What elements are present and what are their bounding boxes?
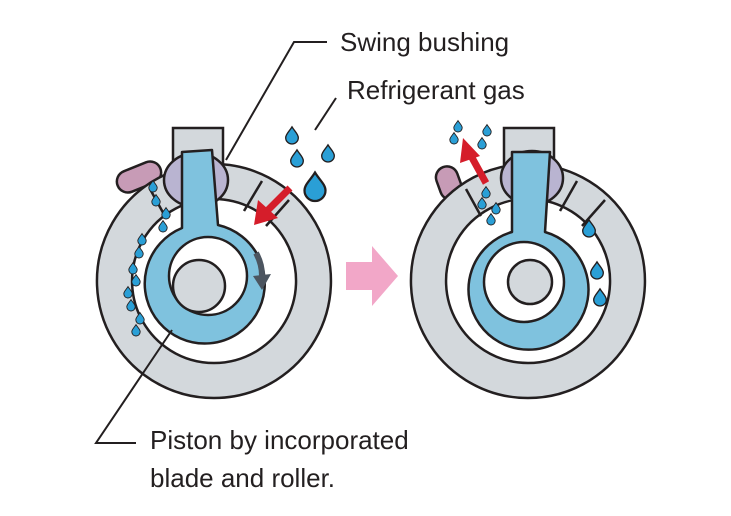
left-compressor xyxy=(95,126,333,400)
refrigerant-gas-leader xyxy=(314,97,337,131)
piston-label-line2: blade and roller. xyxy=(150,463,336,493)
swing-bushing-leader xyxy=(225,41,327,161)
shaft-left xyxy=(171,258,227,314)
outflow-arrow-icon xyxy=(466,152,490,185)
step-arrow-icon xyxy=(346,246,398,306)
piston-leader xyxy=(94,329,173,444)
cylinder-left xyxy=(95,162,333,400)
inflow-arrow-icon xyxy=(263,185,293,215)
suction-port-left xyxy=(242,180,264,212)
shaft-right xyxy=(506,258,554,306)
right-compressor xyxy=(409,120,647,400)
piston-label-line1: Piston by incorporated xyxy=(150,425,409,455)
refrigerant-gas-droplets xyxy=(285,126,335,203)
swing-bushing-label: Swing bushing xyxy=(340,27,510,57)
refrigerant-gas-label: Refrigerant gas xyxy=(347,75,525,105)
